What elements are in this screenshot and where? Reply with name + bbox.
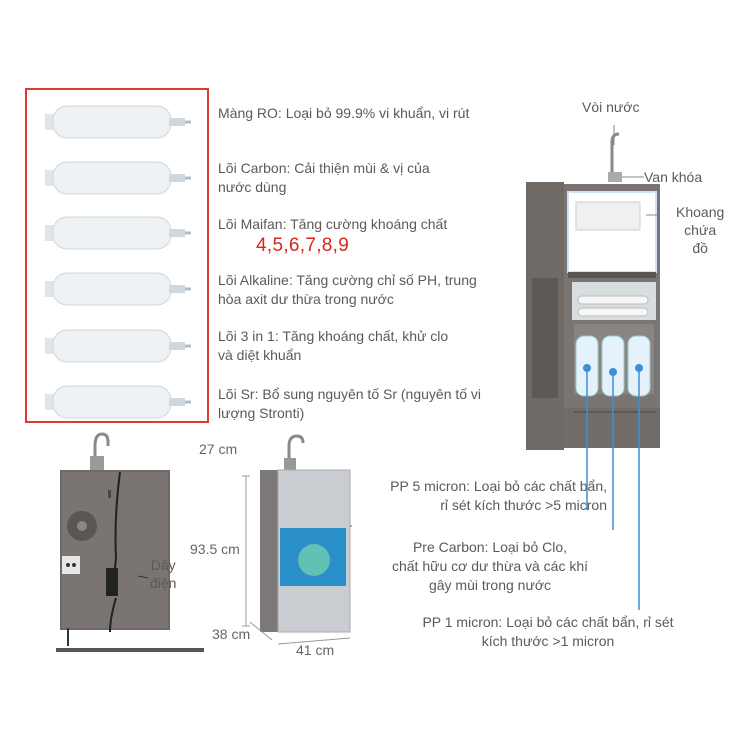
back-view-machine [56,432,204,652]
sr-label: Lõi Sr: Bổ sung nguyên tố Sr (nguyên tố … [218,386,482,421]
faucet-height-label: 27 cm [199,441,238,457]
sr-cartridge [45,385,191,419]
pre-carbon-label: Pre Carbon: Loại bỏ Clo,chất hữu cơ dư t… [391,539,589,593]
body-height-label: 93.5 cm [190,541,240,557]
pp5-label: PP 5 micron: Loại bỏ các chất bẩn,rỉ sét… [390,478,607,513]
maifan-label: Lõi Maifan: Tăng cường khoáng chất [218,216,448,232]
open-cabinet-machine [526,132,660,450]
filter-list-frame [25,88,209,423]
alkaline-cartridge [45,272,191,306]
depth-label: 38 cm [212,626,251,642]
ro-membrane-cartridge [45,105,191,139]
maifan-cartridge [45,216,191,250]
alkaline-label: Lõi Alkaline: Tăng cường chỉ số PH, trun… [218,272,477,307]
width-label: 41 cm [296,642,335,658]
carbon-cartridge [45,161,191,195]
pp1-label: PP 1 micron: Loại bỏ các chất bẩn, rỉ sé… [422,614,674,649]
stage-numbers: 4,5,6,7,8,9 [256,235,350,256]
valve-label: Van khóa [644,169,703,185]
front-view-machine [242,434,352,645]
prefilter-pointer-lines [586,372,640,610]
feature-pointer-lines [613,125,658,216]
three-in-one-cartridge [45,329,191,363]
faucet-label: Vòi nước [582,99,640,115]
ro-membrane-label: Màng RO: Loại bỏ 99.9% vi khuẩn, vi rút [218,105,470,121]
